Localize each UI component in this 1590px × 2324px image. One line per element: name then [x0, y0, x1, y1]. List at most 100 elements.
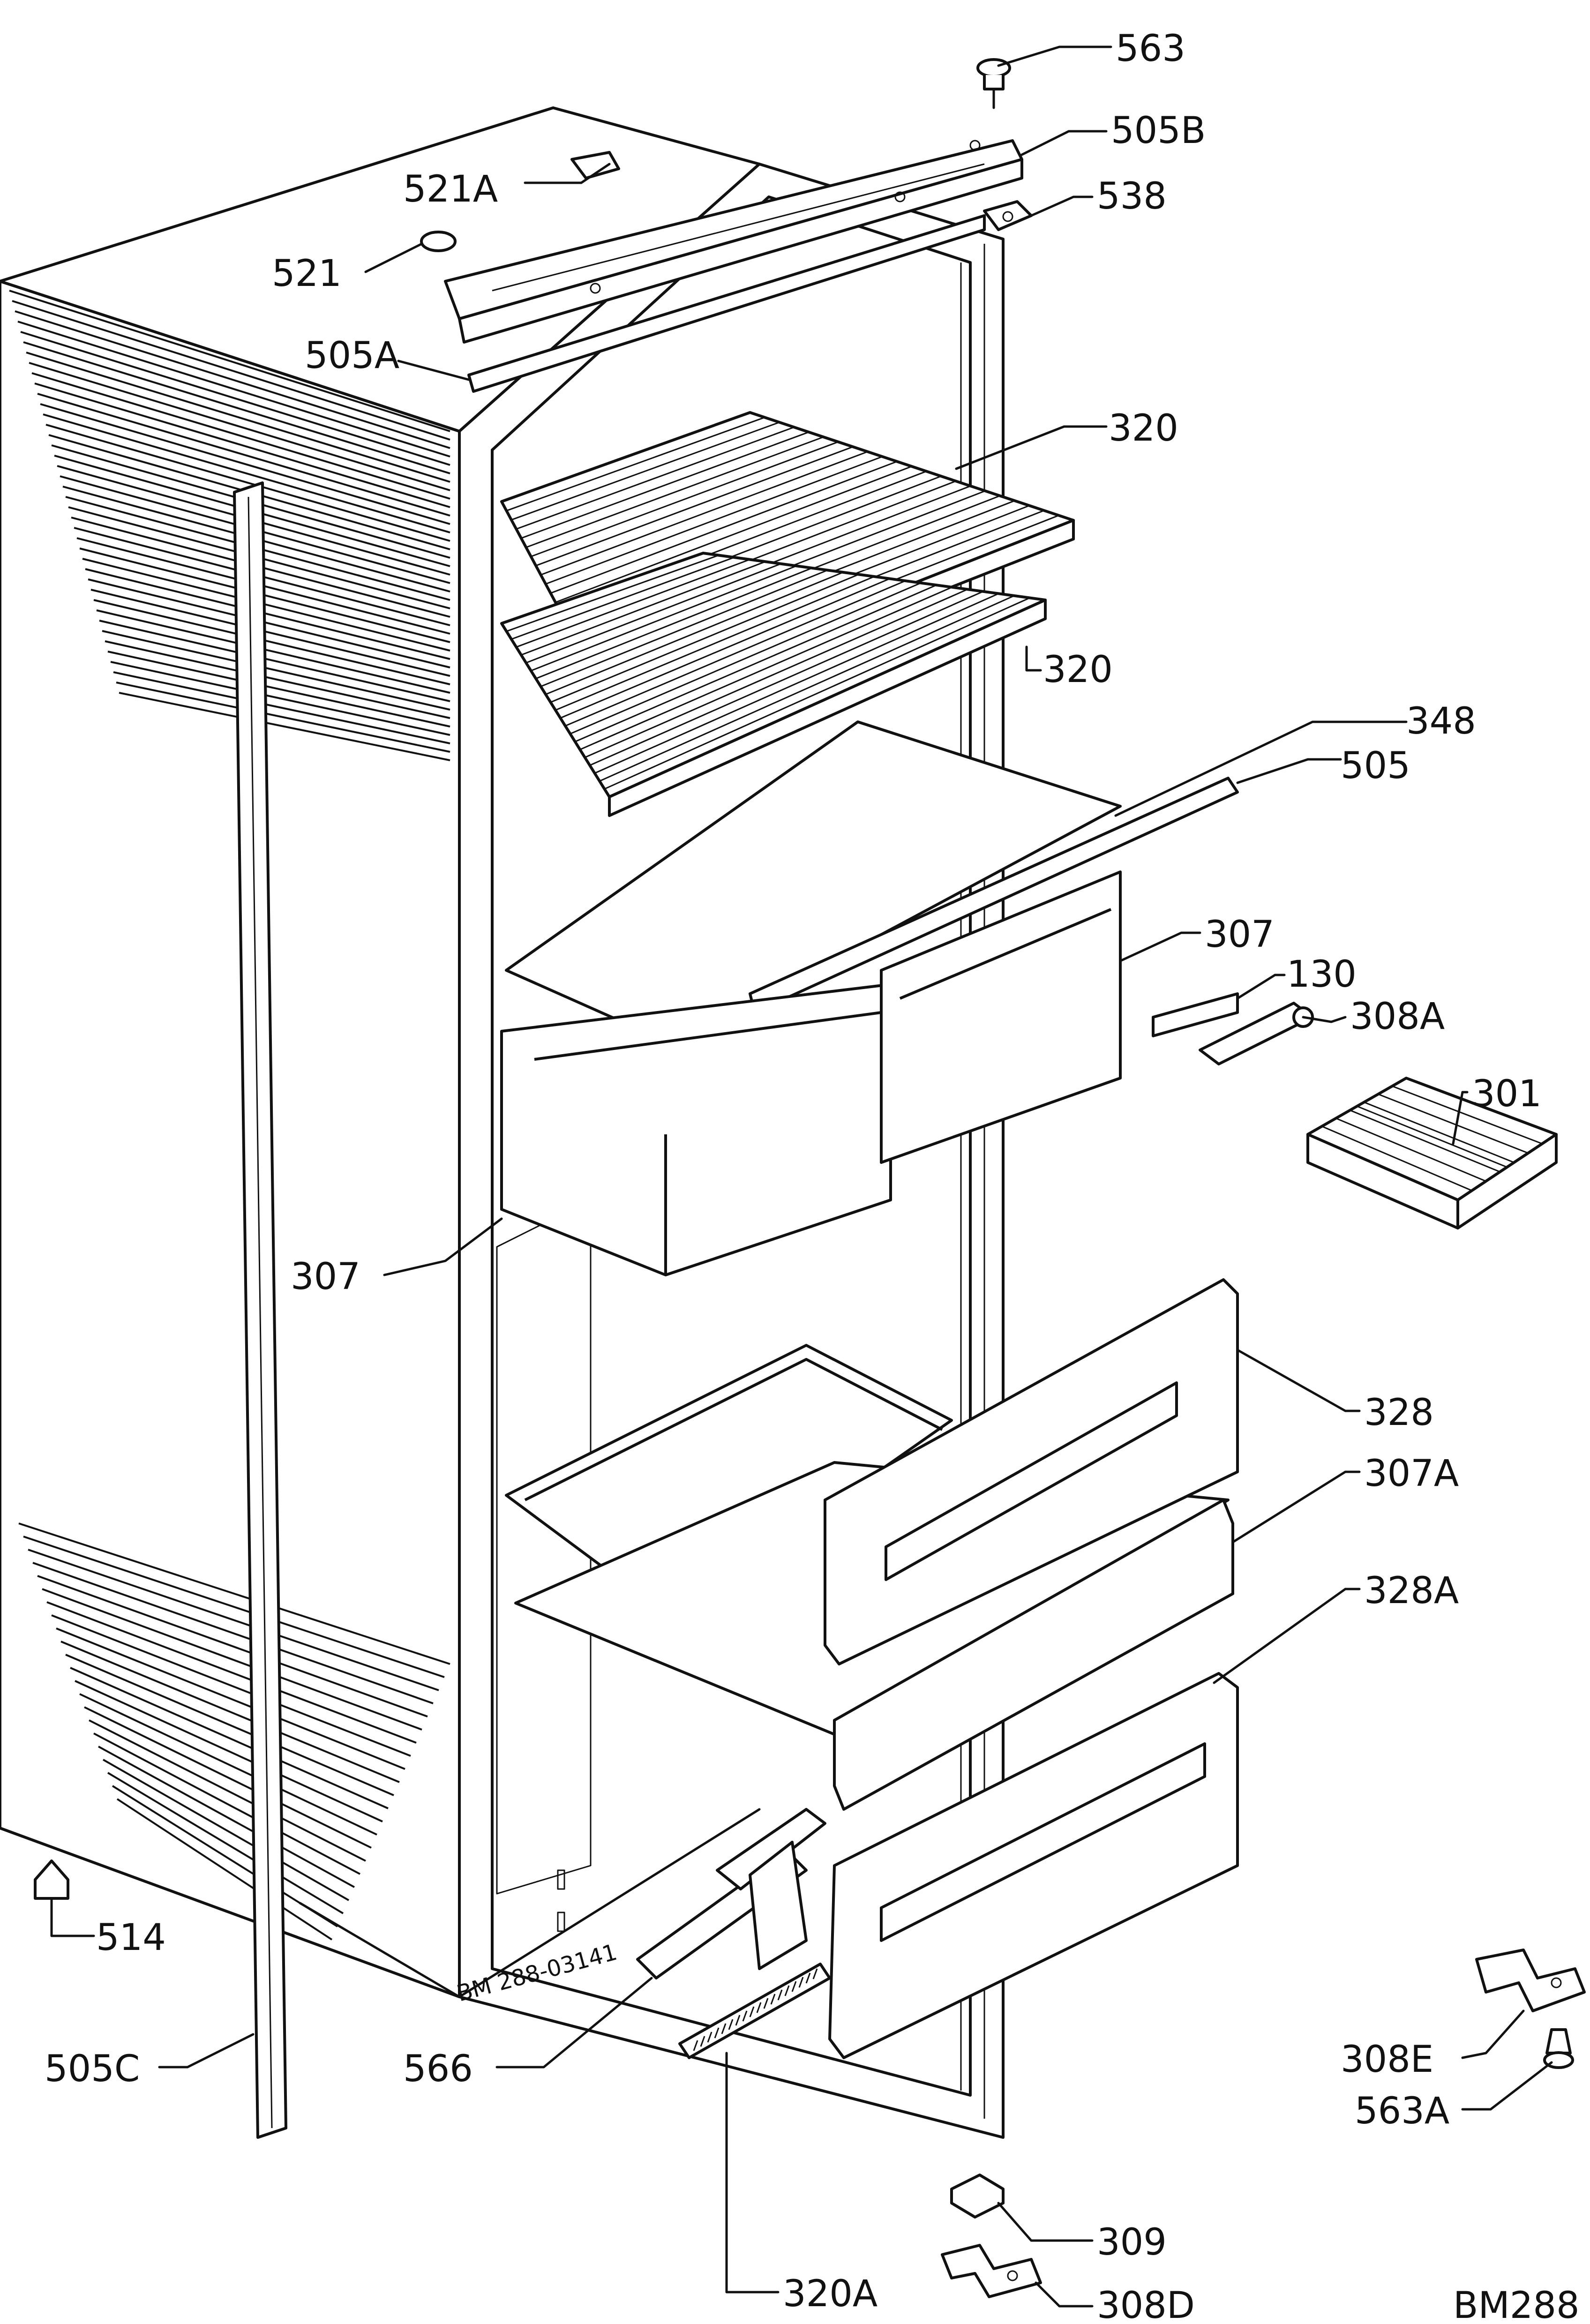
hatch-line	[26, 352, 450, 483]
hatch-line	[75, 1680, 383, 1822]
drawer-body	[833, 1499, 1234, 1811]
box-rim	[534, 1011, 882, 1061]
label-308D: 308D	[1097, 2285, 1195, 2324]
leader-505	[1236, 758, 1342, 784]
shelf-wire	[585, 588, 968, 758]
box-front-right	[880, 870, 1122, 1164]
hatch-line	[20, 331, 450, 466]
label-348: 348	[1406, 700, 1476, 742]
bracket-hole	[1551, 1977, 1562, 1988]
label-320-low: 320	[1043, 649, 1113, 691]
hatch-line	[45, 424, 450, 542]
hatch-line	[23, 341, 450, 474]
cover-rib	[756, 2002, 762, 2013]
leader-320-top	[955, 425, 1108, 470]
housing-plate	[749, 1841, 808, 1970]
leader-505C	[158, 2033, 255, 2069]
part-308E-bracket	[1475, 1949, 1586, 2012]
strip-body	[1152, 992, 1239, 1037]
cover-rib	[728, 2019, 734, 2030]
shelf-wire	[521, 561, 766, 656]
shelf-wire	[570, 582, 922, 735]
cover-rib	[770, 1994, 776, 2005]
cover-rib	[777, 1989, 783, 2001]
drawer-front-328A	[828, 1672, 1239, 2059]
leader-307-right	[1119, 931, 1201, 962]
shelf-wire	[555, 465, 912, 603]
leader-308D	[1035, 2281, 1094, 2308]
hinge-bar-hole	[590, 283, 601, 294]
part-308D-bracket	[941, 2244, 1042, 2298]
hatch-line	[93, 1732, 360, 1875]
shelf-wire	[550, 574, 859, 703]
hatch-line	[60, 1641, 400, 1783]
hinge-bar-groove	[492, 163, 985, 292]
cover-rib	[707, 2032, 712, 2043]
shelf-wire	[545, 456, 883, 585]
label-328: 328	[1364, 1392, 1434, 1434]
hatch-line	[70, 1667, 389, 1809]
part-130-strip	[1152, 992, 1239, 1037]
hatch-line	[37, 1575, 428, 1717]
shelf-wire	[575, 584, 937, 742]
label-514: 514	[96, 1917, 166, 1959]
hatch-line	[99, 620, 450, 702]
top-hinge-bar	[444, 139, 1023, 344]
shelf-wire	[511, 421, 780, 521]
cover-rib	[714, 2027, 720, 2039]
top-edge-rod	[467, 214, 986, 393]
label-566: 566	[403, 2048, 473, 2090]
tray-end	[1456, 1133, 1558, 1229]
label-563: 563	[1116, 28, 1185, 70]
hatch-line	[98, 1746, 355, 1888]
leader-563	[997, 45, 1112, 67]
shelf-wire	[540, 451, 868, 576]
shelf-wire	[531, 441, 839, 557]
cover-rib	[749, 2006, 755, 2017]
label-307A: 307A	[1364, 1453, 1459, 1495]
hatch-line	[102, 630, 450, 711]
shelf-wire	[540, 569, 828, 687]
hatch-line	[82, 558, 450, 652]
shelf-wire	[545, 571, 844, 695]
cabinet-slot	[557, 1912, 565, 1932]
shelf-wire	[506, 555, 719, 632]
housing-knob	[716, 1808, 826, 1890]
hatch-line	[32, 1562, 434, 1704]
leader-320A	[725, 2052, 780, 2294]
label-521: 521	[272, 253, 342, 295]
drawer-handle	[880, 1742, 1206, 1942]
part-505C-door-gasket	[233, 481, 287, 2139]
leader-514	[50, 1897, 95, 1937]
shelf-wires	[506, 555, 1030, 790]
part-514-foot	[34, 1859, 69, 1900]
shelf-wire	[594, 592, 999, 774]
hatch-line	[85, 568, 450, 660]
cover-rib	[805, 1972, 811, 1984]
foot-body	[34, 1859, 69, 1900]
shelf-wire	[589, 591, 983, 766]
hatch-line	[107, 1772, 344, 1914]
shelf-wire	[555, 576, 875, 711]
screw-head	[976, 58, 1011, 78]
part-566-thermostat-housing	[636, 1808, 826, 1979]
drawer-front-328	[824, 1278, 1239, 1665]
cover-rib	[791, 1981, 797, 1992]
hatch-line	[105, 640, 450, 719]
label-301: 301	[1472, 1073, 1542, 1115]
hatch-line	[23, 1536, 445, 1678]
cabinet-side-panel	[0, 280, 461, 1998]
hatch-line	[28, 1549, 439, 1691]
label-505: 505	[1341, 745, 1410, 787]
crisper-box-left	[500, 983, 892, 1276]
hinge-pin-hole	[1002, 211, 1013, 222]
box-rim	[899, 908, 1112, 1000]
hatch-line	[116, 1798, 333, 1941]
hatch-line	[93, 599, 450, 685]
hatch-line	[15, 310, 450, 449]
hinge-pin-plate	[983, 200, 1033, 231]
label-505C: 505C	[45, 2048, 140, 2090]
hatch-line	[96, 609, 450, 694]
leader-563A	[1461, 2061, 1553, 2111]
part-309-cap	[950, 2174, 1005, 2219]
